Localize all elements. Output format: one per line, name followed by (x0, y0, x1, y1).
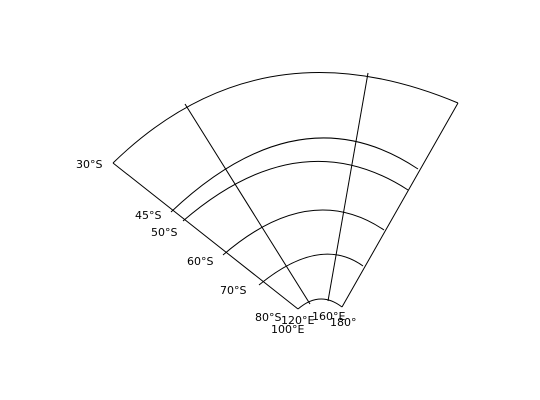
label-30s: 30°S (76, 158, 102, 171)
label-160e: 160°E (312, 310, 345, 323)
label-180: 180° (330, 316, 357, 329)
parallel-50s (182, 160, 409, 222)
label-45s: 45°S (135, 209, 161, 222)
meridian-120e (184, 103, 311, 305)
parallel-60s (222, 209, 385, 256)
parallel-45s (170, 137, 419, 213)
label-50s: 50°S (151, 226, 177, 239)
parallel-70s (258, 253, 364, 286)
meridian-160e (327, 72, 369, 302)
label-120e: 120°E (281, 314, 314, 327)
parallel-80s (297, 298, 343, 310)
label-70s: 70°S (220, 284, 246, 297)
label-100e: 100°E (271, 323, 304, 336)
label-80s: 80°S (255, 311, 281, 324)
map-frame (112, 72, 459, 310)
label-60s: 60°S (187, 255, 213, 268)
